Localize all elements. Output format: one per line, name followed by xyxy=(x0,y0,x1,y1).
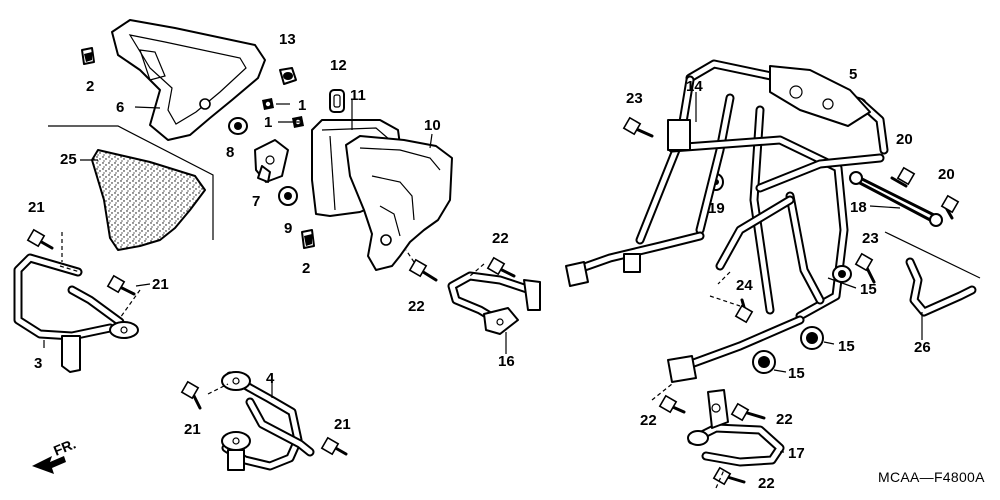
bolt-part-20-b xyxy=(940,194,960,220)
mount-part-15-a xyxy=(832,265,852,283)
callout-11: 11 xyxy=(350,87,366,104)
bolt-part-22-c xyxy=(658,394,686,414)
bolt-part-21-d xyxy=(320,436,348,456)
bolt-part-23-a xyxy=(622,116,654,138)
bracket-part-16 xyxy=(447,271,541,335)
frame-part-14 xyxy=(565,59,889,383)
callout-2: 2 xyxy=(302,260,310,277)
callout-labels: 1 1 2 2 3 4 5 6 7 8 9 10 11 12 13 14 15 … xyxy=(28,31,955,492)
guard-part-3 xyxy=(13,232,141,373)
bolt-part-21-b xyxy=(106,274,136,296)
callout-21: 21 xyxy=(184,421,201,438)
callout-22: 22 xyxy=(640,412,657,429)
bolt-part-1-a xyxy=(262,98,274,110)
panel-part-25 xyxy=(91,149,206,251)
callout-14: 14 xyxy=(686,78,703,95)
callout-3: 3 xyxy=(34,355,42,372)
cover-part-6 xyxy=(111,19,266,141)
grommet-part-9 xyxy=(278,186,298,206)
bolt-part-22-d xyxy=(730,402,766,422)
bolt-part-21-a xyxy=(26,228,54,250)
front-label: FR. xyxy=(51,435,78,458)
callout-8: 8 xyxy=(226,144,234,161)
bolt-part-23-b xyxy=(854,252,876,284)
callout-7: 7 xyxy=(252,193,260,210)
callout-24: 24 xyxy=(736,277,753,294)
grommet-part-2-top xyxy=(81,47,95,65)
callout-2: 2 xyxy=(86,78,94,95)
right-panel-frame xyxy=(884,231,981,279)
callout-19: 19 xyxy=(708,200,725,217)
callout-1: 1 xyxy=(298,97,306,114)
callout-5: 5 xyxy=(849,66,857,83)
callout-4: 4 xyxy=(266,370,275,387)
callout-22: 22 xyxy=(758,475,775,492)
callout-1: 1 xyxy=(264,114,272,131)
callout-15: 15 xyxy=(788,365,805,382)
callout-21: 21 xyxy=(28,199,45,216)
grommet-part-12 xyxy=(329,89,345,113)
bracket-part-17 xyxy=(687,389,785,467)
callout-25: 25 xyxy=(60,151,77,168)
bolt-part-22-a xyxy=(408,258,438,282)
grommet-part-2-mid xyxy=(301,229,315,249)
left-panel-frame xyxy=(48,125,214,240)
bracket-part-4 xyxy=(207,371,315,471)
callout-22: 22 xyxy=(408,298,425,315)
rod-part-18 xyxy=(849,171,943,227)
mount-part-15-b xyxy=(800,326,824,350)
callout-17: 17 xyxy=(788,445,805,462)
alignment-lines xyxy=(405,249,741,489)
grommet-part-8 xyxy=(228,117,248,135)
grommet-part-13 xyxy=(279,67,297,85)
diagram-code: MCAA—F4800A xyxy=(878,469,985,485)
callout-18: 18 xyxy=(850,199,867,216)
callout-12: 12 xyxy=(330,57,347,74)
callout-22: 22 xyxy=(776,411,793,428)
callout-15: 15 xyxy=(860,281,877,298)
callout-15: 15 xyxy=(838,338,855,355)
callout-23: 23 xyxy=(862,230,879,247)
callout-13: 13 xyxy=(279,31,296,48)
callout-23: 23 xyxy=(626,90,643,107)
plate-part-7 xyxy=(254,139,289,183)
bolt-part-24 xyxy=(734,298,754,324)
callout-20: 20 xyxy=(938,166,955,183)
callout-20: 20 xyxy=(896,131,913,148)
cowl-part-10 xyxy=(345,135,453,271)
callout-9: 9 xyxy=(284,220,292,237)
callout-26: 26 xyxy=(914,339,931,356)
callout-21: 21 xyxy=(334,416,351,433)
callout-10: 10 xyxy=(424,117,441,134)
bolt-part-22-e xyxy=(712,466,746,486)
bolt-part-22-b xyxy=(486,256,516,278)
front-direction-arrow: FR. xyxy=(32,435,78,474)
callout-6: 6 xyxy=(116,99,124,116)
pipe-part-26 xyxy=(905,257,977,317)
bolt-part-21-c xyxy=(180,380,202,410)
mount-part-15-c xyxy=(752,350,776,374)
bolt-part-20-a xyxy=(890,166,916,188)
callout-16: 16 xyxy=(498,353,515,370)
leader-lines xyxy=(43,92,923,453)
callout-22: 22 xyxy=(492,230,509,247)
callout-21: 21 xyxy=(152,276,169,293)
